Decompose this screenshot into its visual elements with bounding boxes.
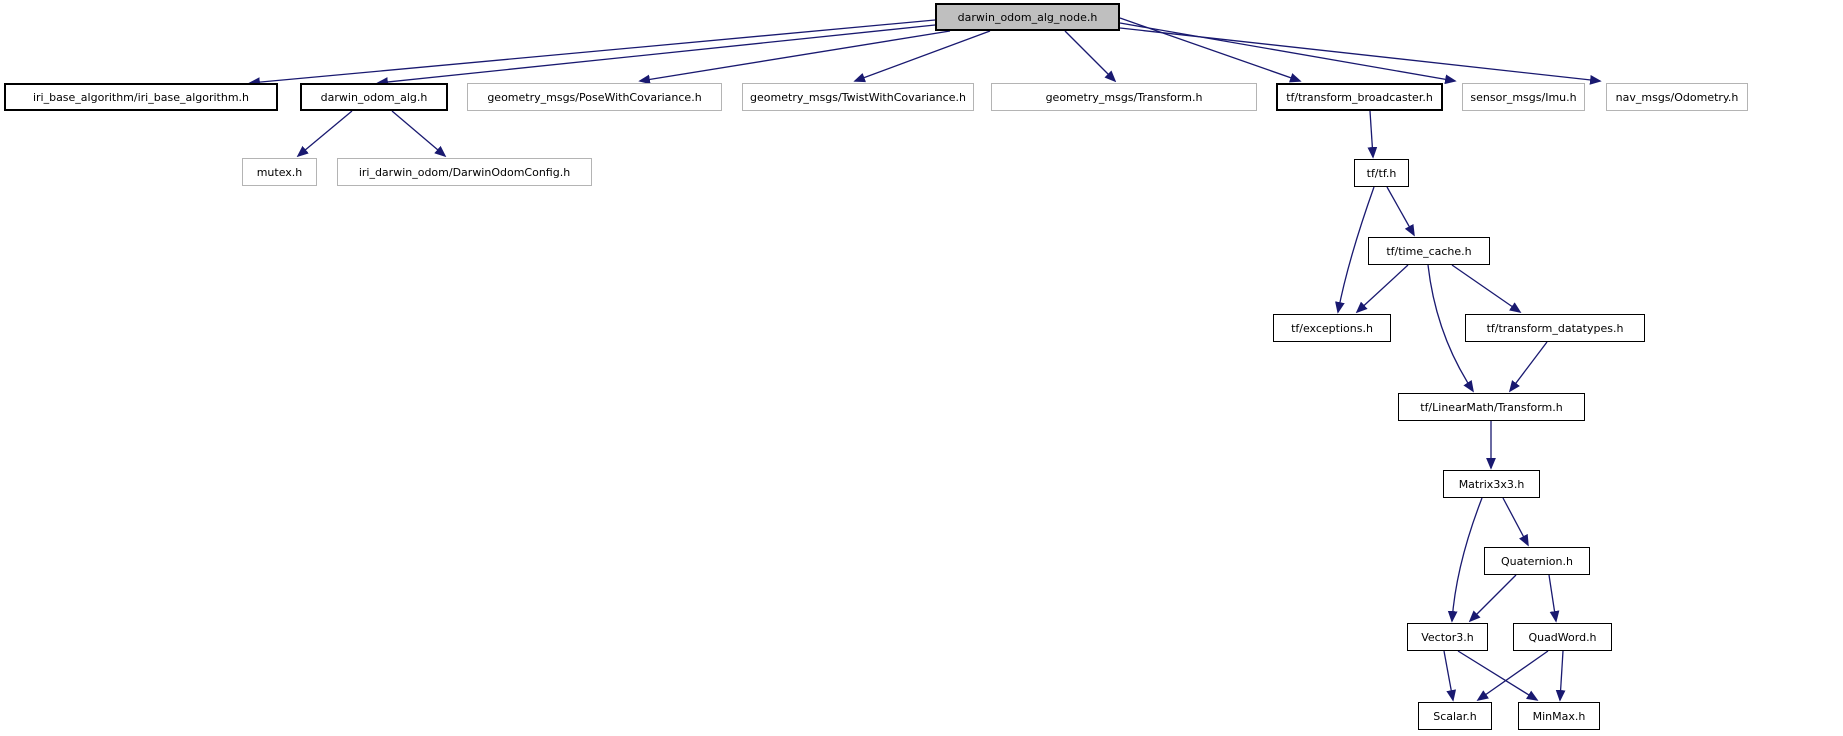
graph-node-tf_linearmath_transform[interactable]: tf/LinearMath/Transform.h	[1398, 393, 1585, 421]
edge-root-to-geometry_transform	[1064, 30, 1117, 83]
graph-node-scalar[interactable]: Scalar.h	[1418, 702, 1492, 730]
graph-node-minmax[interactable]: MinMax.h	[1518, 702, 1600, 730]
graph-node-quadword[interactable]: QuadWord.h	[1513, 623, 1612, 651]
edge-root-to-darwin_odom_alg	[376, 24, 936, 87]
graph-node-darwin_odom_config: iri_darwin_odom/DarwinOdomConfig.h	[337, 158, 592, 186]
graph-node-vector3[interactable]: Vector3.h	[1407, 623, 1488, 651]
graph-node-tf_time_cache[interactable]: tf/time_cache.h	[1368, 237, 1490, 265]
edge-matrix3x3-to-vector3	[1447, 497, 1483, 623]
edge-transform_broadcaster-to-tf_tf	[1367, 110, 1378, 159]
edge-tf_time_cache-to-tf_transform_datatypes	[1451, 264, 1522, 313]
edge-root-to-iri_base_algorithm	[248, 19, 936, 87]
graph-node-sensor_imu: sensor_msgs/Imu.h	[1462, 83, 1585, 111]
edge-vector3-to-minmax	[1457, 650, 1539, 701]
graph-node-transform_broadcaster[interactable]: tf/transform_broadcaster.h	[1276, 83, 1443, 111]
graph-node-root: darwin_odom_alg_node.h	[935, 3, 1120, 31]
graph-node-matrix3x3[interactable]: Matrix3x3.h	[1443, 470, 1540, 498]
graph-node-geometry_transform: geometry_msgs/Transform.h	[991, 83, 1257, 111]
graph-node-tf_transform_datatypes[interactable]: tf/transform_datatypes.h	[1465, 314, 1645, 342]
edge-matrix3x3-to-quaternion	[1502, 497, 1529, 547]
edge-quadword-to-scalar	[1476, 650, 1549, 702]
edge-root-to-sensor_imu	[1119, 22, 1457, 85]
edge-vector3-to-scalar	[1443, 650, 1457, 702]
graph-node-nav_odometry: nav_msgs/Odometry.h	[1606, 83, 1748, 111]
edge-root-to-pose_with_covariance	[638, 30, 951, 85]
edge-darwin_odom_alg-to-darwin_odom_config	[391, 110, 447, 158]
graph-node-darwin_odom_alg[interactable]: darwin_odom_alg.h	[300, 83, 448, 111]
edge-root-to-nav_odometry	[1119, 27, 1602, 85]
graph-node-tf_exceptions[interactable]: tf/exceptions.h	[1273, 314, 1391, 342]
edge-root-to-transform_broadcaster	[1119, 17, 1302, 83]
graph-node-quaternion[interactable]: Quaternion.h	[1484, 547, 1590, 575]
edge-quaternion-to-quadword	[1548, 574, 1560, 623]
graph-node-tf_tf[interactable]: tf/tf.h	[1354, 159, 1409, 187]
graph-node-twist_with_covariance: geometry_msgs/TwistWithCovariance.h	[742, 83, 974, 111]
graph-node-mutex: mutex.h	[242, 158, 317, 186]
graph-node-pose_with_covariance: geometry_msgs/PoseWithCovariance.h	[467, 83, 722, 111]
edge-darwin_odom_alg-to-mutex	[296, 110, 353, 158]
edge-tf_transform_datatypes-to-tf_linearmath_transform	[1508, 341, 1548, 393]
graph-node-iri_base_algorithm[interactable]: iri_base_algorithm/iri_base_algorithm.h	[4, 83, 278, 111]
edge-root-to-twist_with_covariance	[853, 30, 991, 83]
edge-quaternion-to-vector3	[1468, 574, 1517, 623]
edge-tf_time_cache-to-tf_exceptions	[1355, 264, 1409, 314]
edge-quadword-to-minmax	[1555, 650, 1566, 702]
edge-tf_tf-to-tf_time_cache	[1386, 186, 1415, 237]
